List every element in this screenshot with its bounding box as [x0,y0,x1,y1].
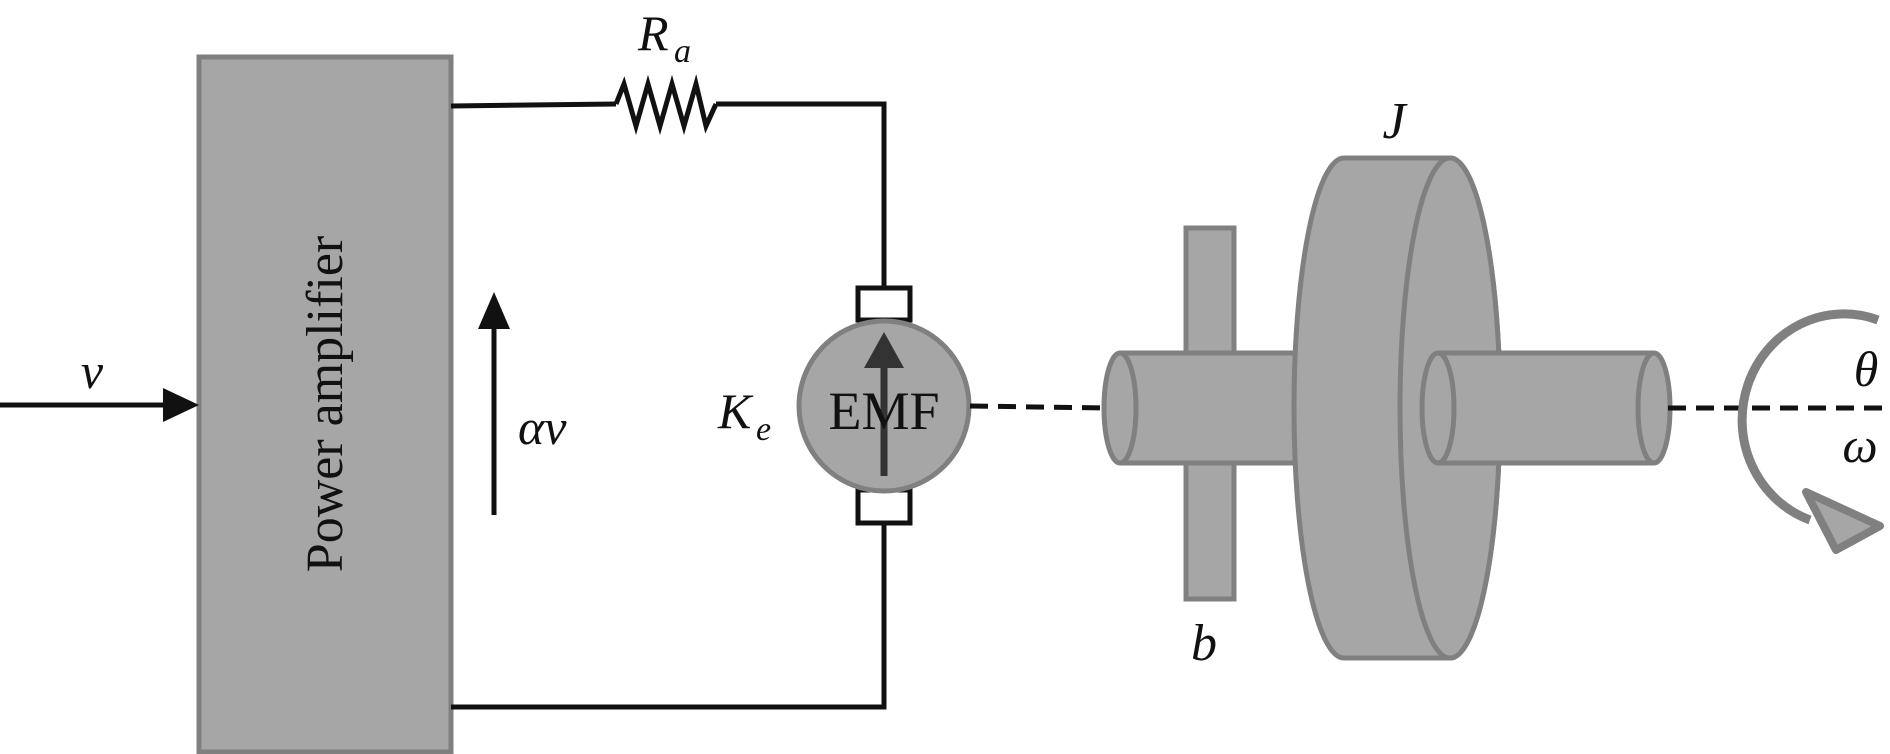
resistor-zigzag [613,74,719,136]
angular-speed-label: ω [1842,417,1877,473]
motor-brushes [855,285,913,526]
inertia-label: J [1382,93,1408,150]
output-voltage-arrow [478,292,510,515]
circuit-wires [450,74,887,710]
power-amplifier-block [196,54,454,754]
resistor-label: R [637,5,669,61]
angle-label: θ [1854,341,1879,397]
output-voltage-label: αv [518,399,567,455]
right-shaft [1419,350,1673,466]
emf-label: EMF [828,381,939,441]
motor-shaft-coupling [969,403,1107,411]
motor-constant-label: K [717,383,754,439]
input-voltage-label: v [81,343,104,399]
left-shaft [1101,350,1306,466]
rotation-arrow [1737,309,1884,554]
inertia-disk [1291,155,1503,661]
power-amplifier-label: Power amplifier [297,236,354,572]
emf-arrow [864,332,904,476]
damping-label: b [1191,615,1217,672]
resistor-subscript: a [674,33,691,70]
input-arrow [0,388,199,422]
motor-constant-subscript: e [756,411,771,448]
